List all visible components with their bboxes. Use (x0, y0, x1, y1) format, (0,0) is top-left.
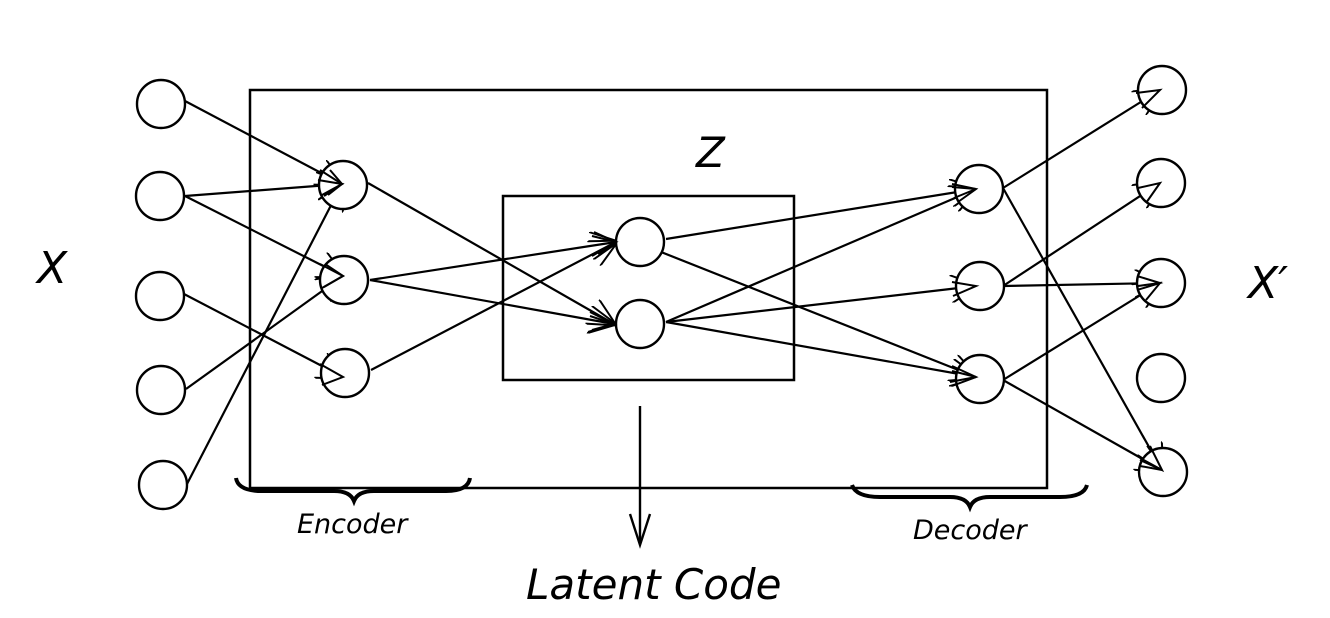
edge (369, 278, 614, 324)
output-label: X′ (1246, 258, 1288, 309)
nodes (134, 64, 1189, 511)
autoencoder-box (248, 88, 1049, 490)
latent-node (614, 216, 666, 268)
decoder-brace (850, 484, 1089, 513)
output-node (1135, 352, 1187, 404)
edge (1002, 187, 1162, 470)
arrowheads (317, 88, 1165, 473)
input-node (137, 459, 189, 511)
edge (1002, 283, 1160, 381)
latent-node (614, 298, 666, 350)
encoder-node (318, 254, 370, 306)
latent-code-arrowhead (628, 513, 652, 549)
decoder-label: Decoder (913, 515, 1029, 546)
edge (665, 320, 976, 377)
input-label: X (35, 243, 68, 294)
edge (665, 286, 976, 324)
edge (184, 100, 342, 184)
decoder-node (954, 260, 1006, 312)
decoder-node (954, 353, 1006, 405)
edge (665, 189, 976, 324)
input-node (134, 270, 186, 322)
latent-box (501, 194, 796, 382)
edge (1002, 183, 1160, 287)
input-node (135, 78, 187, 130)
encoder-node (319, 347, 371, 399)
output-node (1137, 446, 1189, 498)
decoder-node (953, 163, 1005, 215)
latent-space-label: Z (695, 128, 726, 177)
edge (370, 242, 616, 371)
edge (369, 242, 616, 282)
latent-code-label: Latent Code (526, 560, 781, 609)
edge (184, 184, 342, 196)
connections (183, 90, 1162, 485)
input-node (135, 364, 187, 416)
input-node (134, 170, 186, 222)
edge (655, 248, 976, 377)
encoder-brace (234, 477, 472, 507)
encoder-label: Encoder (297, 509, 409, 540)
edge (184, 195, 343, 276)
edge (665, 189, 976, 241)
edge (1002, 90, 1160, 189)
edge (1002, 379, 1162, 470)
edge (186, 184, 342, 485)
output-node (1136, 64, 1188, 116)
encoder-node (317, 159, 369, 211)
edge (367, 182, 614, 324)
